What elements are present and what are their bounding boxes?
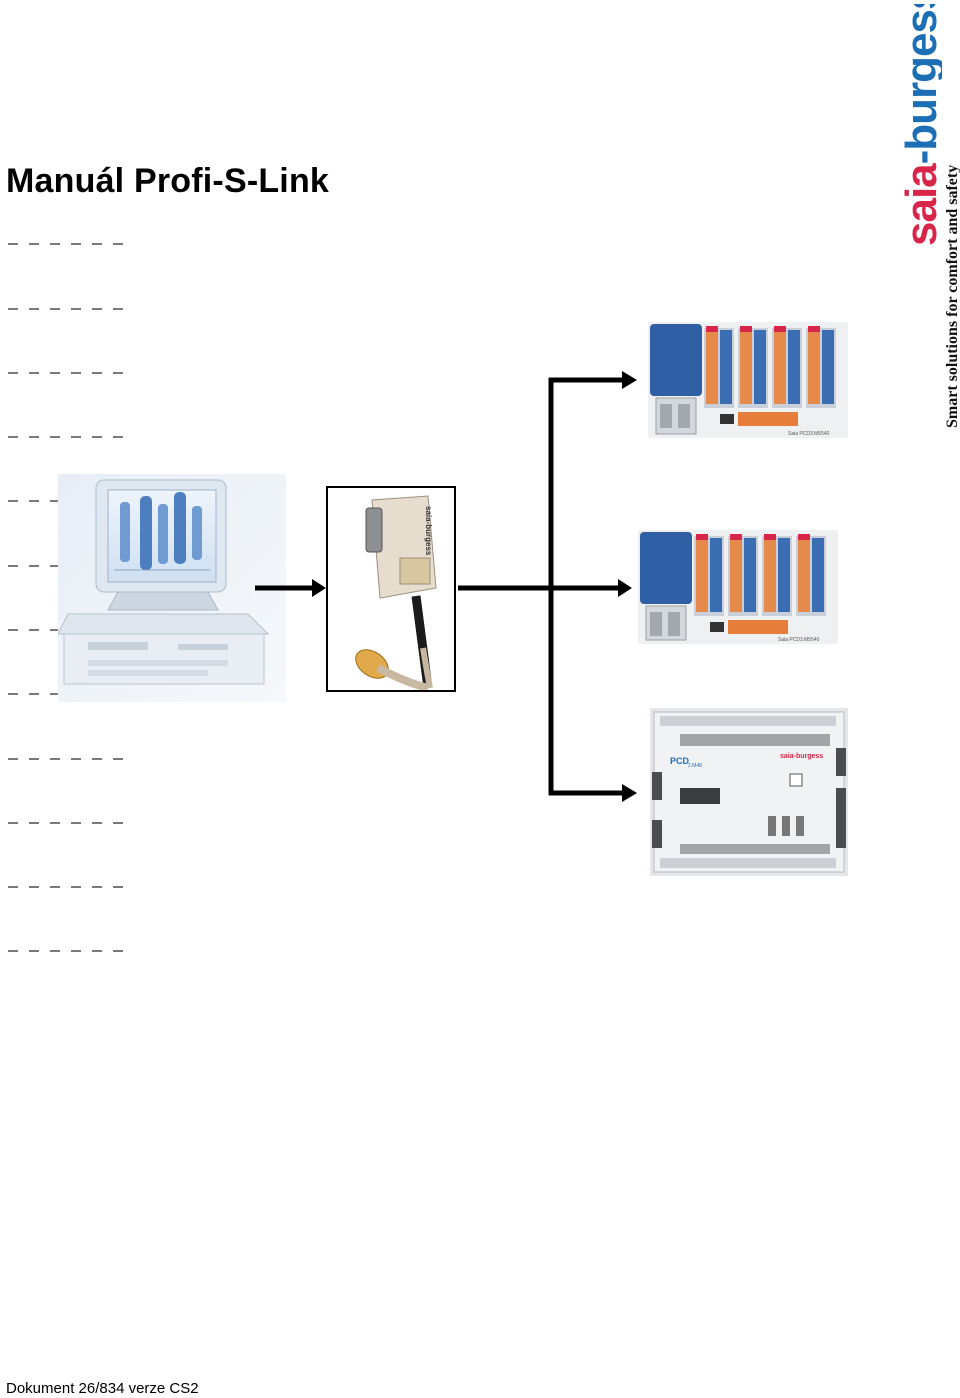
document-footer: Dokument 26/834 verze CS2 — [6, 1380, 199, 1397]
dash-line — [8, 950, 126, 952]
pcd2-plc-icon: PCD 2.M48 saia-burgess — [650, 708, 848, 876]
dash-line — [8, 822, 126, 824]
io-modules — [704, 326, 836, 408]
svg-text:saia-burgess: saia-burgess — [902, 4, 942, 246]
pcd-brand-text: saia-burgess — [780, 753, 823, 760]
plc-model-label: Saia PCD3.M5540 — [788, 431, 830, 437]
pcd3-plc-icon: Saia PCD3.M5540 — [648, 322, 848, 438]
desktop-computer-icon — [58, 474, 286, 702]
dash-line — [8, 886, 126, 888]
adapter-brand-text: saia-burgess — [424, 506, 433, 556]
dash-line — [8, 758, 126, 760]
pcd-sub-text: 2.M48 — [688, 763, 702, 769]
dash-line — [8, 372, 126, 374]
profi-s-link-adapter-box: saia-burgess — [326, 486, 456, 692]
plc-model-label: Saia PCD3.M5540 — [778, 637, 820, 643]
dash-line — [8, 308, 126, 310]
dash-line — [8, 243, 126, 245]
page-title: Manuál Profi-S-Link — [6, 162, 330, 200]
dash-line — [8, 436, 126, 438]
pcd-model-text: PCD — [670, 756, 690, 766]
profi-s-link-adapter-icon: saia-burgess — [355, 495, 437, 692]
saia-burgess-logo: saia-burgess — [902, 4, 942, 246]
pcd3-plc-icon: Saia PCD3.M5540 — [638, 530, 838, 644]
